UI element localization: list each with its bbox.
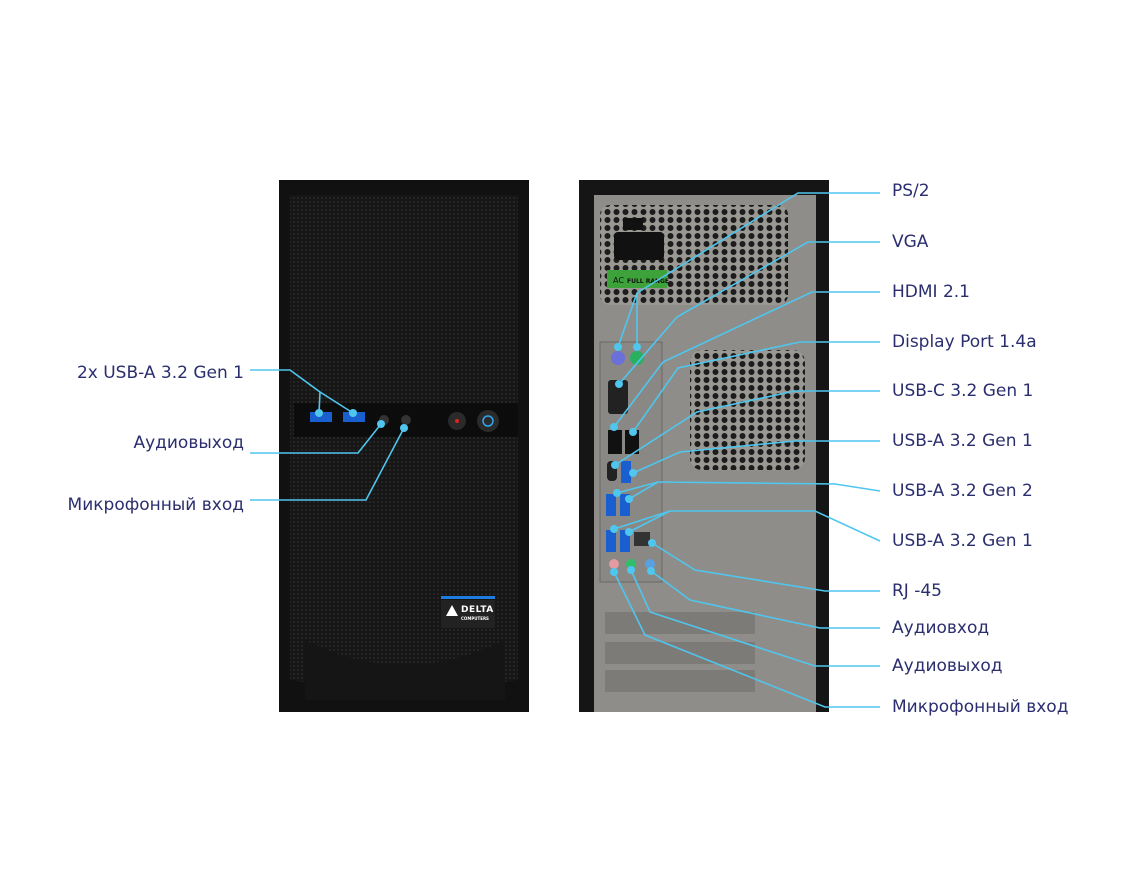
rear-label-usb-c: USB-C 3.2 Gen 1	[892, 381, 1034, 401]
front-label-usb: 2x USB-A 3.2 Gen 1	[76, 363, 244, 383]
rear-label-usb-a-gen2: USB-A 3.2 Gen 2	[892, 481, 1033, 501]
leader-dots	[315, 343, 656, 576]
leader-lines	[250, 192, 881, 708]
rear-label-rj45: RJ -45	[892, 581, 942, 601]
front-label-mic: Микрофонный вход	[67, 495, 244, 515]
usb-a-port	[343, 412, 365, 422]
rear-label-audio-out: Аудиовыход	[892, 656, 1003, 676]
delta-triangle-icon	[446, 605, 458, 616]
logo-sub: COMPUTERS	[461, 616, 489, 621]
rear-label-usb-a-gen1: USB-A 3.2 Gen 1	[892, 431, 1033, 451]
psu-sticker-text: FULL RANGE	[627, 278, 669, 285]
psu-sticker-ac: AC	[613, 276, 624, 285]
front-label-audio-out: Аудиовыход	[133, 433, 244, 453]
rear-label-hdmi: HDMI 2.1	[892, 282, 970, 302]
power-socket	[614, 232, 664, 260]
front-case	[279, 180, 529, 712]
logo-name: DELTA	[461, 605, 494, 615]
rear-case: AC FULL RANGE	[579, 180, 829, 712]
usb-a-port	[310, 412, 332, 422]
rear-label-ps2: PS/2	[892, 181, 930, 201]
rear-label-usb-a-gen1-lower: USB-A 3.2 Gen 1	[892, 531, 1033, 551]
rear-label-mic: Микрофонный вход	[892, 697, 1069, 717]
rear-label-vga: VGA	[892, 232, 929, 252]
rear-label-audio-in: Аудиовход	[892, 618, 990, 638]
power-button	[477, 410, 499, 432]
rear-fan-vent	[690, 350, 805, 470]
rear-label-displayport: Display Port 1.4a	[892, 332, 1037, 352]
mic-jack	[401, 415, 411, 425]
delta-logo: DELTA COMPUTERS	[441, 596, 495, 628]
